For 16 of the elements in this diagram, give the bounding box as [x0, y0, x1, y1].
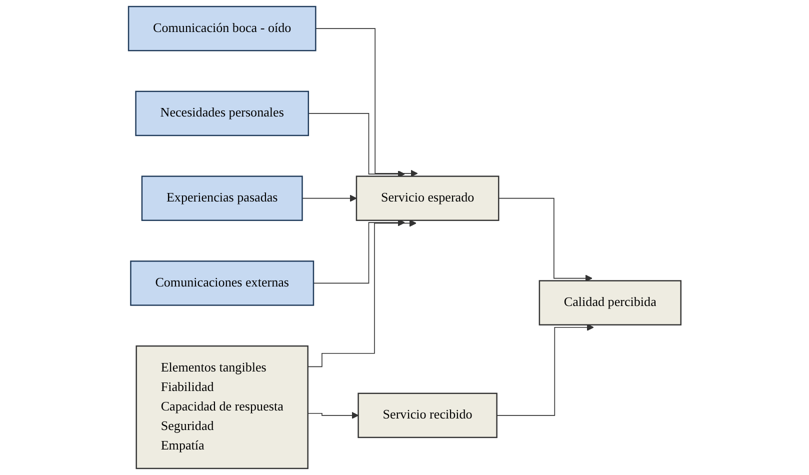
node-box: Necesidades personales	[134, 90, 309, 136]
node-box: Elementos tangibles Fiabilidad Capacidad de respuesta Seguridad Empatía	[136, 345, 308, 470]
node-box: Comunicación boca - oído	[128, 6, 316, 52]
arrow	[307, 412, 358, 419]
node-box: Calidad percibida	[538, 280, 682, 326]
node-box: Experiencias pasadas	[141, 176, 303, 221]
arrow	[307, 220, 416, 368]
node-box: Servicio esperado	[356, 176, 500, 221]
arrow	[302, 194, 357, 202]
arrow	[498, 198, 592, 282]
node-box: Comunicaciones externas	[130, 260, 314, 306]
arrow	[312, 218, 405, 284]
arrow	[308, 113, 405, 178]
arrow	[315, 28, 418, 177]
arrow	[496, 324, 594, 416]
node-box: Servicio recibido	[357, 392, 498, 438]
